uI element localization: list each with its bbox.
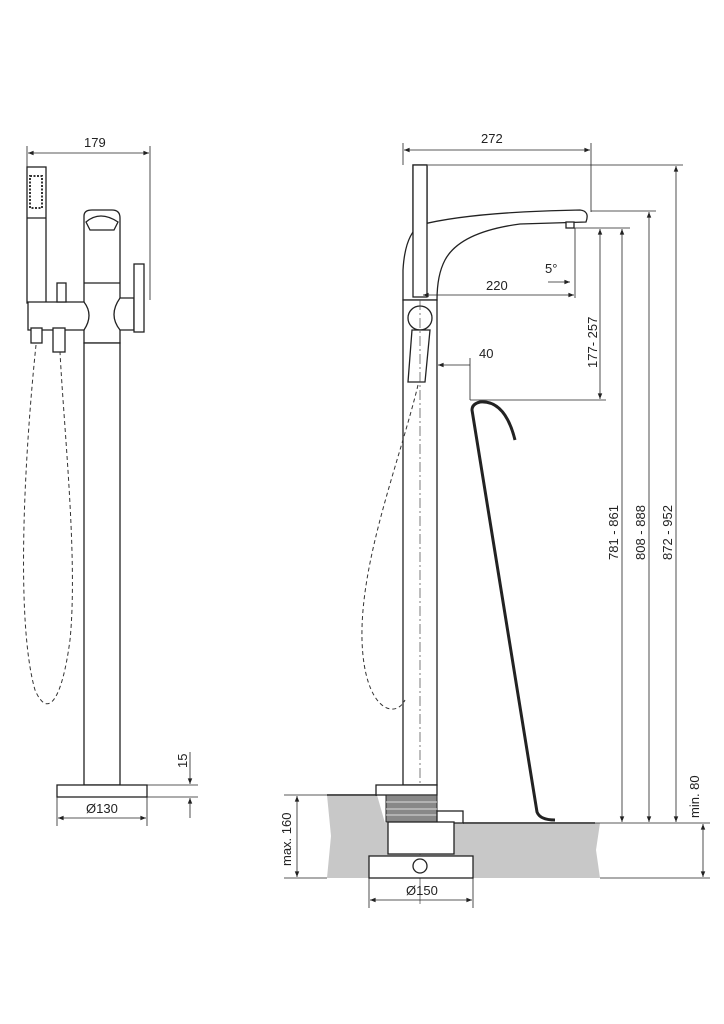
dim-781-861: 781 - 861 (606, 505, 621, 560)
pillar (83, 342, 121, 786)
dim-15: 15 (175, 754, 190, 768)
dim-177-257: 177- 257 (585, 317, 600, 368)
dim-872-952: 872 - 952 (660, 505, 675, 560)
dim-179: 179 (84, 135, 106, 150)
dim-40: 40 (479, 346, 493, 361)
base-plate (56, 784, 148, 798)
spout (83, 209, 121, 344)
dim-max-160: max. 160 (279, 813, 294, 866)
bathtub-wall (470, 400, 556, 822)
dim-808-888: 808 - 888 (633, 505, 648, 560)
dim-o130: Ø130 (86, 801, 118, 816)
front-view: 272 220 5° 40 177- 257 781 - 861 808 - 8… (279, 131, 710, 908)
lever-handle (133, 263, 145, 333)
dim-220: 220 (486, 278, 508, 293)
dim-5-degrees: 5° (545, 261, 557, 276)
side-view: 179 15 Ø130 (23, 135, 198, 826)
hand-shower (26, 166, 47, 304)
base-plate (368, 855, 474, 879)
shower-hose (361, 384, 419, 710)
dim-o150: Ø150 (406, 883, 438, 898)
dim-272: 272 (481, 131, 503, 146)
dim-min-80: min. 80 (687, 775, 702, 818)
shower-hose (23, 344, 73, 705)
